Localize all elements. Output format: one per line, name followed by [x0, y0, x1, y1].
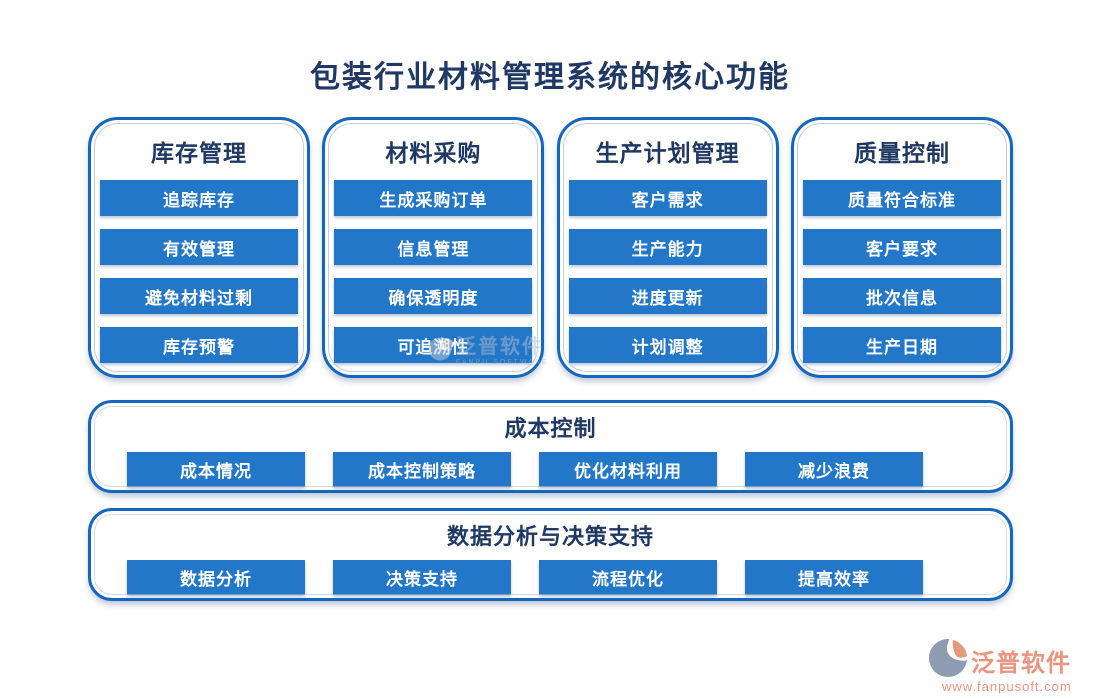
feature-chip: 减少浪费	[745, 452, 923, 487]
brand-top: 泛普软件	[928, 638, 1088, 683]
panel-items: 客户需求 生产能力 进度更新 计划调整	[560, 180, 776, 363]
feature-chip: 计划调整	[568, 327, 767, 363]
feature-chip: 成本情况	[127, 452, 305, 487]
feature-chip: 优化材料利用	[539, 452, 717, 487]
panel-items: 追踪库存 有效管理 避免材料过剩 库存预警	[91, 180, 307, 363]
feature-chip: 生产日期	[802, 327, 1001, 363]
feature-chip: 进度更新	[568, 278, 767, 314]
panel-production-planning: 生产计划管理 客户需求 生产能力 进度更新 计划调整	[556, 117, 779, 378]
panel-quality-control: 质量控制 质量符合标准 客户要求 批次信息 生产日期	[790, 117, 1013, 378]
panel-material-procurement: 材料采购 生成采购订单 信息管理 确保透明度 可追溯性	[322, 117, 545, 378]
feature-chip: 生成采购订单	[334, 180, 533, 216]
panel-items: 成本情况 成本控制策略 优化材料利用 减少浪费	[91, 452, 1010, 487]
page-title: 包装行业材料管理系统的核心功能	[310, 61, 790, 94]
panel-title: 质量控制	[853, 140, 950, 166]
brand-url: www.fanpusoft.com	[942, 679, 1072, 694]
feature-chip: 批次信息	[802, 278, 1001, 314]
panel-title: 库存管理	[151, 140, 247, 166]
panel-title: 数据分析与决策支持	[446, 524, 654, 549]
feature-chip: 有效管理	[100, 229, 298, 265]
feature-chip: 信息管理	[334, 229, 533, 265]
feature-panels-row: 库存管理 追踪库存 有效管理 避免材料过剩 库存预警 材料采购 生成采购订单 信…	[88, 117, 1013, 378]
panel-items: 质量符合标准 客户要求 批次信息 生产日期	[794, 180, 1010, 363]
panel-title: 成本控制	[504, 416, 597, 441]
feature-chip: 生产能力	[568, 229, 767, 265]
feature-chip: 质量符合标准	[802, 180, 1001, 216]
panel-title: 材料采购	[385, 140, 482, 166]
feature-chip: 决策支持	[333, 560, 511, 595]
panel-items: 生成采购订单 信息管理 确保透明度 可追溯性	[325, 180, 541, 363]
fanpu-logo-icon	[928, 638, 968, 683]
feature-chip: 客户需求	[568, 180, 767, 216]
feature-chip: 追踪库存	[100, 180, 298, 216]
feature-chip: 库存预警	[100, 327, 298, 363]
panel-data-analysis-decision-support: 数据分析与决策支持 数据分析 决策支持 流程优化 提高效率	[88, 508, 1013, 601]
feature-chip: 数据分析	[127, 560, 305, 595]
feature-chip: 流程优化	[539, 560, 717, 595]
panel-title: 生产计划管理	[595, 140, 740, 166]
feature-chip: 避免材料过剩	[100, 278, 298, 314]
brand-logo: 泛普软件 www.fanpusoft.com	[928, 638, 1088, 694]
panel-items: 数据分析 决策支持 流程优化 提高效率	[91, 560, 1010, 595]
panel-cost-control: 成本控制 成本情况 成本控制策略 优化材料利用 减少浪费	[88, 400, 1013, 493]
feature-chip: 可追溯性	[334, 327, 533, 363]
panel-inventory-management: 库存管理 追踪库存 有效管理 避免材料过剩 库存预警	[88, 117, 310, 378]
feature-chip: 提高效率	[745, 560, 923, 595]
feature-chip: 确保透明度	[334, 278, 533, 314]
feature-chip: 客户要求	[802, 229, 1001, 265]
feature-chip: 成本控制策略	[333, 452, 511, 487]
brand-name: 泛普软件	[971, 650, 1071, 677]
